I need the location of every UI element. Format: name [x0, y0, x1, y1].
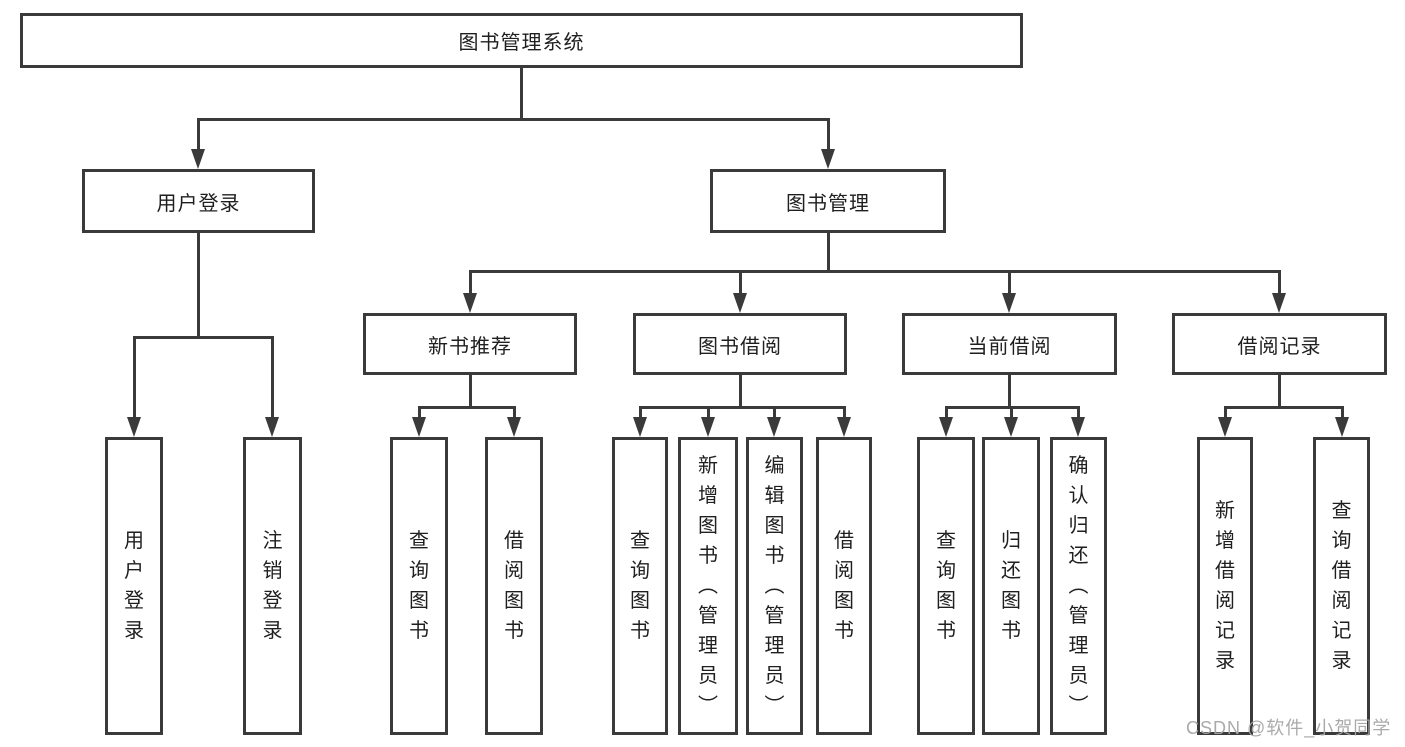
- node-user-login-group: 用户登录: [82, 169, 315, 233]
- node-leaf-edit-book-admin: 编辑图书︵管理员︶: [746, 437, 803, 735]
- connector-leaf: [1224, 406, 1227, 421]
- connector-to-new-book-rec: [469, 270, 472, 297]
- connector-leaf: [1010, 406, 1013, 421]
- node-leaf-logout: 注销登录: [243, 437, 302, 735]
- arrow-down: [939, 417, 953, 437]
- node-label: 借阅图书: [504, 530, 524, 642]
- connector-new-book-rec-rail: [418, 406, 516, 409]
- node-label: 注销登录: [262, 530, 283, 642]
- node-leaf-confirm-return-admin: 确认归还︵管理员︶: [1050, 437, 1107, 735]
- connector-current-borrow-stem: [1008, 375, 1011, 409]
- node-label: 当前借阅: [967, 335, 1052, 358]
- node-root-library-system: 图书管理系统: [20, 13, 1023, 68]
- node-label: 图书借阅: [698, 335, 782, 358]
- connector-user-login-stem: [197, 233, 200, 339]
- node-label: 查询图书: [630, 530, 650, 642]
- node-leaf-borrow-book-borrow: 借阅图书: [816, 437, 872, 735]
- connector-borrow-records-stem: [1278, 375, 1281, 409]
- arrow-down: [1002, 293, 1016, 313]
- arrow-down: [1218, 417, 1232, 437]
- connector-leaf: [1341, 406, 1344, 421]
- node-label: 借阅图书: [834, 530, 854, 642]
- arrow-down: [701, 417, 715, 437]
- node-leaf-query-borrow-record: 查询借阅记录: [1313, 437, 1370, 735]
- connector-leaf: [639, 406, 642, 421]
- arrow-down: [1335, 417, 1349, 437]
- node-label: 归还图书: [1001, 530, 1021, 642]
- node-label: 查询借阅记录: [1331, 500, 1352, 672]
- arrow-down: [127, 417, 141, 437]
- connector-root-stem: [520, 68, 523, 121]
- connector-borrow-records-rail: [1224, 406, 1343, 409]
- node-leaf-borrow-book-rec: 借阅图书: [485, 437, 543, 735]
- node-book-mgmt-group: 图书管理: [710, 169, 946, 233]
- connector-to-book-borrow: [739, 270, 742, 297]
- node-label: 用户登录: [156, 192, 241, 215]
- node-leaf-query-book-current: 查询图书: [917, 437, 975, 735]
- arrow-down: [463, 293, 477, 313]
- arrow-down: [1272, 293, 1286, 313]
- connector-leaf: [1077, 406, 1080, 421]
- connector-root-rail: [197, 118, 830, 121]
- arrow-down: [1071, 417, 1085, 437]
- node-current-borrow: 当前借阅: [902, 313, 1117, 375]
- node-label: 查询图书: [409, 530, 429, 642]
- connector-book-mgmt-rail: [469, 270, 1281, 273]
- node-label: 借阅记录: [1237, 335, 1322, 358]
- arrow-down: [265, 417, 279, 437]
- arrow-down: [191, 149, 205, 169]
- node-label: 新增借阅记录: [1215, 500, 1235, 672]
- connector-leaf: [843, 406, 846, 421]
- connector-book-borrow-stem: [739, 375, 742, 409]
- node-book-borrow: 图书借阅: [633, 313, 847, 375]
- connector-to-book-mgmt: [827, 118, 830, 153]
- connector-leaf: [707, 406, 710, 421]
- connector-leaf: [773, 406, 776, 421]
- arrow-down: [507, 417, 521, 437]
- node-label: 新增图书︵管理员︶: [698, 455, 718, 717]
- connector-book-mgmt-stem: [827, 233, 830, 273]
- arrow-down: [412, 417, 426, 437]
- connector-leaf: [418, 406, 421, 421]
- connector-new-book-rec-stem: [469, 375, 472, 409]
- node-label: 确认归还︵管理员︶: [1068, 455, 1089, 717]
- node-label: 编辑图书︵管理员︶: [764, 455, 785, 717]
- arrow-down: [821, 149, 835, 169]
- connector-leaf: [945, 406, 948, 421]
- node-leaf-query-book-rec: 查询图书: [390, 437, 448, 735]
- node-leaf-user-login: 用户登录: [105, 437, 163, 735]
- connector-to-current-borrow: [1008, 270, 1011, 297]
- connector-to-borrow-records: [1278, 270, 1281, 297]
- connector-to-leaf-logout: [271, 336, 274, 421]
- csdn-watermark: CSDN @软件_小贺同学: [1186, 718, 1392, 738]
- node-leaf-query-book-borrow: 查询图书: [612, 437, 668, 735]
- node-label: 新书推荐: [428, 335, 512, 358]
- connector-book-borrow-rail: [639, 406, 846, 409]
- connector-to-user-login: [197, 118, 200, 153]
- node-label: 图书管理系统: [458, 32, 585, 54]
- node-leaf-return-book: 归还图书: [982, 437, 1040, 735]
- node-leaf-add-borrow-record: 新增借阅记录: [1197, 437, 1253, 735]
- arrow-down: [837, 417, 851, 437]
- node-label: 查询图书: [936, 530, 956, 642]
- connector-user-login-rail: [133, 336, 274, 339]
- connector-to-leaf-user-login: [133, 336, 136, 421]
- node-label: 图书管理: [786, 192, 870, 215]
- arrow-down: [633, 417, 647, 437]
- node-label: 用户登录: [124, 530, 144, 642]
- node-new-book-rec: 新书推荐: [363, 313, 577, 375]
- arrow-down: [1004, 417, 1018, 437]
- arrow-down: [767, 417, 781, 437]
- node-leaf-add-book-admin: 新增图书︵管理员︶: [678, 437, 738, 735]
- node-borrow-records: 借阅记录: [1172, 313, 1387, 375]
- connector-leaf: [513, 406, 516, 421]
- arrow-down: [733, 293, 747, 313]
